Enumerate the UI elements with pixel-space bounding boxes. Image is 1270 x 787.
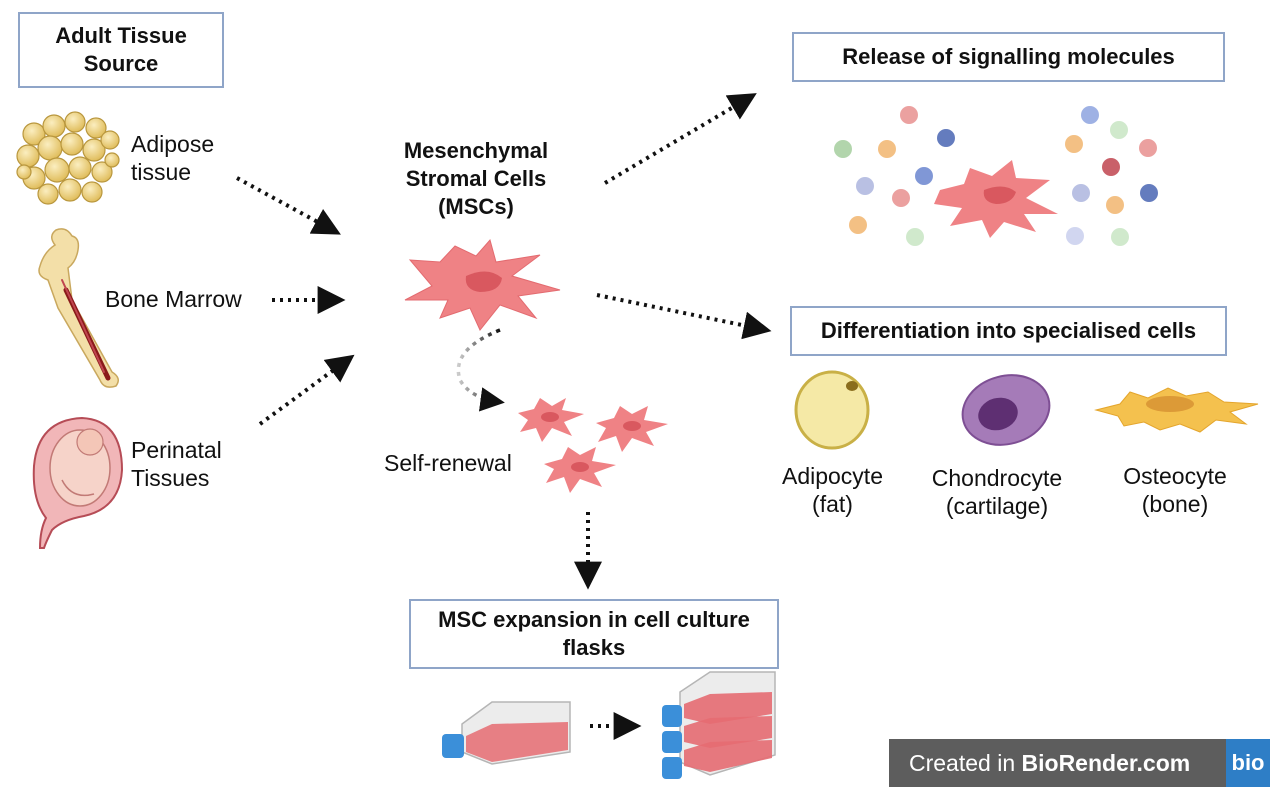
adipocyte-label: Adipocyte (fat) [765, 462, 900, 518]
small-msc-cell-3 [544, 447, 616, 493]
adipose-tissue-icon [16, 111, 120, 205]
chondrocyte-label: Chondrocyte (cartilage) [917, 464, 1077, 520]
biorender-badge-text: Created in BioRender.com [909, 750, 1226, 777]
small-msc-cell-1 [518, 398, 584, 442]
chondrocyte-name: Chondrocyte [931, 465, 1063, 491]
msc-cell [404, 238, 561, 331]
bone-marrow-label: Bone Marrow [105, 286, 242, 312]
osteocyte-tissue: (bone) [1141, 491, 1209, 517]
adipocyte-tissue: (fat) [812, 491, 853, 517]
badge-prefix: Created in [909, 749, 1022, 776]
self-renewal-cells [518, 398, 668, 493]
arrow-perinatal-to-msc [258, 354, 355, 426]
signalling-molecules [834, 106, 1158, 246]
msc-title-line-1: Mesenchymal [403, 138, 549, 163]
msc-title-line-3: (MSCs) [438, 194, 514, 219]
adipocyte-cell [794, 370, 870, 450]
arrow-to-differentiation [596, 293, 772, 340]
adipocyte-name: Adipocyte [781, 463, 883, 489]
chondrocyte-cell [961, 374, 1051, 446]
self-renewal-label: Self-renewal [384, 450, 512, 476]
perinatal-tissue-icon [32, 416, 124, 549]
osteocyte-name: Osteocyte [1123, 463, 1227, 489]
flask-cap-icon [662, 731, 682, 753]
adult-tissue-source-title: Adult Tissue Source [55, 23, 187, 76]
flask-cap-icon [662, 757, 682, 779]
biorender-logo-icon: bio [1226, 739, 1270, 787]
adult-tissue-source-box: Adult Tissue Source [18, 12, 224, 88]
perinatal-tissues-label: Perinatal Tissues [131, 437, 222, 491]
arrow-to-signalling [603, 93, 757, 185]
badge-brand: BioRender.com [1021, 749, 1191, 776]
bone-marrow-icon [38, 228, 119, 388]
signalling-molecules-title: Release of signalling molecules [842, 44, 1175, 69]
msc-title-line-2: Stromal Cells [405, 166, 547, 191]
biorender-badge[interactable]: Created in BioRender.com bio [889, 739, 1270, 787]
culture-flask-stack [662, 671, 776, 779]
arrow-self-renewal [456, 328, 505, 412]
small-msc-cell-2 [596, 406, 668, 452]
signalling-msc-cell [934, 160, 1058, 238]
culture-flask-single [442, 701, 571, 765]
osteocyte-label: Osteocyte (bone) [1105, 462, 1245, 518]
signalling-molecules-box: Release of signalling molecules [792, 32, 1225, 82]
msc-expansion-title: MSC expansion in cell culture flasks [438, 607, 750, 660]
differentiation-title: Differentiation into specialised cells [820, 318, 1197, 343]
msc-title: Mesenchymal Stromal Cells (MSCs) [386, 137, 566, 221]
adipose-tissue-label: Adipose tissue [131, 131, 215, 185]
osteocyte-cell [1094, 387, 1259, 433]
differentiation-box: Differentiation into specialised cells [790, 306, 1227, 356]
chondrocyte-tissue: (cartilage) [945, 493, 1049, 519]
flask-cap-icon [662, 705, 682, 727]
flask-cap-icon [442, 734, 464, 758]
arrow-adipose-to-msc [236, 176, 341, 235]
msc-expansion-box: MSC expansion in cell culture flasks [409, 599, 779, 669]
